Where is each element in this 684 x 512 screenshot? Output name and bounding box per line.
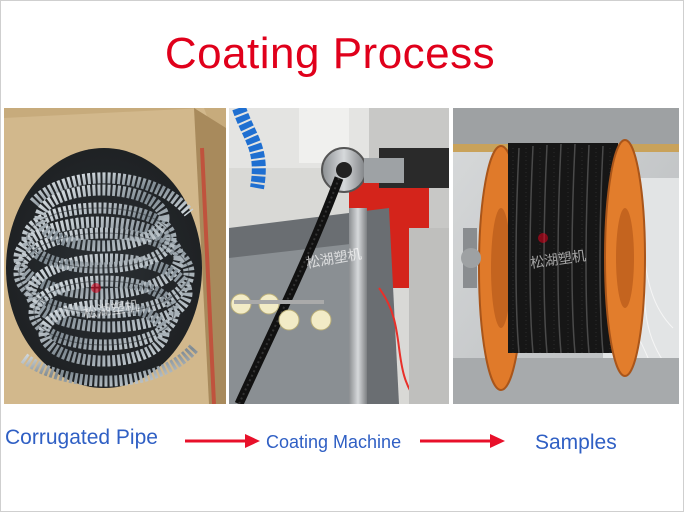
arrow-right-icon — [420, 433, 506, 454]
slide-title: Coating Process — [164, 29, 496, 78]
coating-machine-photo: 松湖塑机 — [229, 108, 449, 404]
coating-machine-label: Coating Machine — [266, 432, 402, 452]
svg-text:松湖塑机: 松湖塑机 — [82, 298, 140, 322]
svg-text:松湖塑机: 松湖塑机 — [529, 248, 587, 272]
corrugated-pipe-label: Corrugated Pipe — [5, 426, 158, 449]
samples-reel-photo: 松湖塑机 — [453, 108, 679, 404]
corrugated-pipe-photo: 松湖塑机 — [4, 108, 226, 404]
samples-label: Samples — [535, 431, 617, 454]
arrow-right-icon — [185, 433, 261, 454]
